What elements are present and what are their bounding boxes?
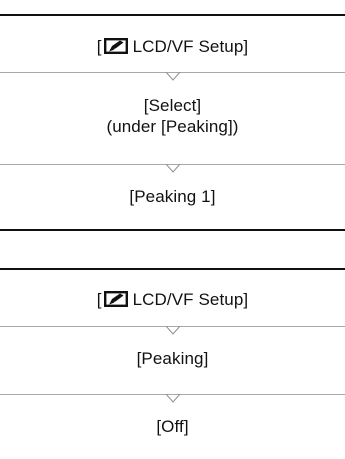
menu-label: LCD/VF Setup] — [132, 37, 249, 56]
off-label: [Off] — [156, 417, 189, 436]
procedure-1: [ LCD/VF Setup] [Select] (under [Peaking]… — [0, 0, 345, 231]
step-peaking: [Peaking] — [0, 348, 345, 369]
step-off: [Off] — [0, 416, 345, 437]
divider — [0, 394, 345, 395]
step-lcd-vf-setup: [ LCD/VF Setup] — [0, 289, 345, 310]
divider — [0, 326, 345, 327]
bracket-open: [ — [96, 290, 102, 309]
step-lcd-vf-setup: [ LCD/VF Setup] — [0, 36, 345, 57]
step-select: [Select] (under [Peaking]) — [0, 95, 345, 137]
menu-label: LCD/VF Setup] — [132, 290, 249, 309]
under-peaking-note: (under [Peaking]) — [106, 117, 239, 136]
peaking-label: [Peaking] — [136, 349, 209, 368]
divider — [0, 72, 345, 73]
top-rule — [0, 268, 345, 270]
peaking-1-label: [Peaking 1] — [129, 187, 216, 206]
chevron-down-icon — [165, 394, 180, 403]
chevron-down-icon — [165, 164, 180, 173]
bottom-rule — [0, 229, 345, 231]
select-label: [Select] — [143, 96, 202, 115]
step-peaking-1: [Peaking 1] — [0, 186, 345, 207]
chevron-down-icon — [165, 72, 180, 81]
lcd-vf-setup-icon — [103, 38, 128, 54]
top-rule — [0, 14, 345, 16]
divider — [0, 164, 345, 165]
chevron-down-icon — [165, 326, 180, 335]
bracket-open: [ — [96, 37, 102, 56]
lcd-vf-setup-icon — [103, 291, 128, 307]
